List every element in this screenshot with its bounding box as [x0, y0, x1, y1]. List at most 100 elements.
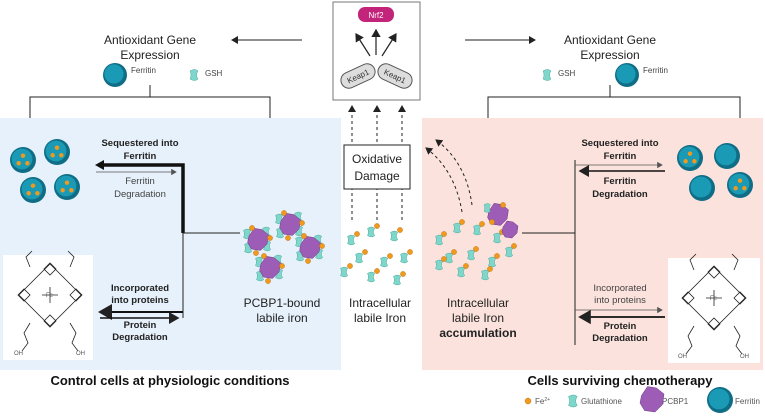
- ferritin-icon: [20, 177, 46, 203]
- iron-icon: [50, 153, 55, 158]
- legend-ferritin-label: Ferritin: [735, 397, 760, 406]
- pyrrole-ring: [707, 317, 721, 331]
- iron-icon: [489, 219, 495, 225]
- oxidative-damage-box: [343, 144, 411, 190]
- iron-icon: [30, 183, 36, 188]
- nrf2-badge: [358, 7, 394, 22]
- iron-icon: [400, 271, 406, 277]
- ferritin-icon: [103, 63, 127, 87]
- accumulation-line3: accumulation: [439, 326, 516, 340]
- labile-iron-line2: labile Iron: [354, 311, 406, 325]
- pyrrole-ring: [17, 288, 31, 302]
- chemo-protein-degradation-line1: Protein: [604, 321, 637, 332]
- iron-icon: [487, 266, 493, 272]
- iron-icon: [407, 249, 413, 255]
- glutathione-icon: [347, 234, 356, 246]
- oxidative-damage-line2: Damage: [354, 169, 400, 183]
- left-ferritin-label: Ferritin: [131, 66, 156, 75]
- pcbp1-icon: [279, 213, 301, 236]
- pcbp1-icon: [259, 256, 281, 279]
- heme-background: [668, 258, 760, 363]
- ferritin-core: [715, 144, 737, 166]
- glutathione-icon: [393, 274, 402, 286]
- chemo-connector: [522, 160, 576, 345]
- right-expression-line2: Expression: [580, 48, 639, 62]
- ferritin-core: [690, 176, 712, 198]
- heme-sidechains: [21, 250, 79, 352]
- ferritin-core: [616, 64, 636, 84]
- arrowhead-icon: [95, 160, 104, 170]
- glutathione-icon: [483, 203, 491, 213]
- iron-icon: [451, 249, 457, 255]
- iron-icon: [692, 159, 697, 164]
- curved-dashed-arrows: [425, 139, 473, 213]
- glutathione-icon: [493, 232, 502, 244]
- iron-icon: [742, 186, 747, 191]
- iron-icon: [281, 210, 287, 216]
- keap1-right: Keap1: [377, 63, 413, 89]
- iron-icon: [441, 231, 447, 237]
- pyrrole-ring: [733, 291, 747, 305]
- iron-icon: [60, 188, 65, 193]
- accumulation-line1: Intracellular: [447, 296, 509, 310]
- heme-background: [3, 255, 93, 360]
- legend-pcbp1-label: PCBP1: [662, 397, 689, 406]
- iron-icon: [473, 246, 479, 252]
- iron-icon: [26, 191, 31, 196]
- heme-acid-label: OH: [678, 354, 687, 360]
- iron-icon: [261, 253, 267, 259]
- ferritin-core: [728, 173, 750, 195]
- iron-icon: [374, 268, 380, 274]
- iron-icon: [279, 263, 285, 269]
- left-gsh-label: GSH: [205, 69, 223, 78]
- iron-icon: [249, 225, 255, 231]
- iron-icon: [301, 233, 307, 239]
- chemo-sequestered-line2: Ferritin: [604, 151, 637, 162]
- glutathione-icon: [453, 222, 462, 234]
- right-bracket: [487, 85, 741, 118]
- control-connector: [182, 232, 240, 318]
- ferritin-core: [55, 175, 77, 197]
- legend-glutathione-label: Glutathione: [581, 397, 622, 406]
- heme-ring: [682, 266, 746, 330]
- heme-sidechains: [685, 253, 743, 355]
- heme-acid-label: OH: [14, 351, 23, 357]
- iron-icon: [305, 258, 311, 264]
- ferritin-icon: [677, 145, 703, 171]
- pcbp1-icon: [299, 236, 321, 259]
- iron-icon: [253, 250, 259, 256]
- ferritin-core: [11, 148, 33, 170]
- ferritin-icon: [707, 387, 733, 413]
- chemo-ferritin-degradation-line2: Degradation: [592, 189, 648, 200]
- ferritin-icon: [689, 175, 715, 201]
- iron-icon: [64, 180, 70, 185]
- iron-icon: [511, 243, 517, 249]
- glutathione-icon: [367, 226, 376, 238]
- control-ferritin-degradation-line1: Ferritin: [125, 176, 155, 187]
- ferritin-icon: [615, 63, 639, 87]
- iron-icon: [683, 159, 688, 164]
- right-gsh-label: GSH: [558, 69, 576, 78]
- glutathione-icon: [568, 394, 578, 408]
- control-protein-degradation-line2: Degradation: [112, 332, 168, 343]
- nrf2-label: Nrf2: [368, 11, 384, 20]
- heme-ring: [18, 263, 82, 327]
- control-sequester-thick-arrow: [102, 163, 185, 233]
- glutathione-icon: [542, 69, 552, 81]
- iron-icon: [299, 220, 305, 226]
- heme-bonds: [42, 287, 58, 303]
- iron-icon: [733, 186, 738, 191]
- glutathione-icon: [481, 269, 490, 281]
- glutathione-icon: [390, 230, 399, 242]
- keap1-left: Keap1: [340, 63, 376, 89]
- glutathione-icon: [467, 249, 476, 261]
- ferritin-icon: [10, 147, 36, 173]
- nrf2-release-arrows: [355, 28, 397, 57]
- glutathione-icon: [380, 256, 389, 268]
- glutathione-icon: [505, 246, 514, 258]
- control-sequestered-line1: Sequestered into: [101, 138, 178, 149]
- glutathione-icon: [473, 224, 482, 236]
